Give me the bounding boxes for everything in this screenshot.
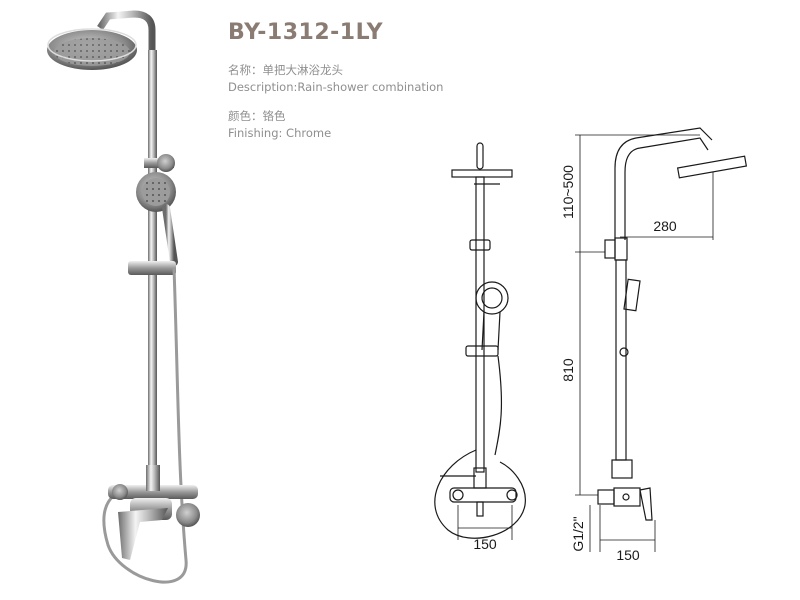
dim-front-width: 150 xyxy=(473,536,497,552)
front-view-hose xyxy=(434,449,526,539)
product-name: 名称：单把大淋浴龙头 xyxy=(228,63,343,77)
front-view xyxy=(434,142,526,539)
slide-bar-holder xyxy=(128,261,176,275)
rain-shower-head xyxy=(47,10,156,70)
dim-inlet-thread: G1/2" xyxy=(570,516,586,551)
product-color: 颜色：铬色 xyxy=(228,109,286,123)
dim-side-reach: 280 xyxy=(653,218,677,234)
side-view xyxy=(597,127,748,521)
dim-side-width: 150 xyxy=(616,547,640,563)
wall-bracket xyxy=(144,154,175,172)
model-number: BY-1312-1LY xyxy=(228,20,384,45)
dim-head-height: 110~500 xyxy=(560,165,576,219)
hand-shower xyxy=(136,172,178,266)
dim-bar-height: 810 xyxy=(560,358,576,382)
mixer-valve xyxy=(108,465,200,560)
product-finishing: Finishing: Chrome xyxy=(228,126,332,140)
product-description: Description:Rain-shower combination xyxy=(228,80,444,94)
shower-hose xyxy=(102,267,188,584)
